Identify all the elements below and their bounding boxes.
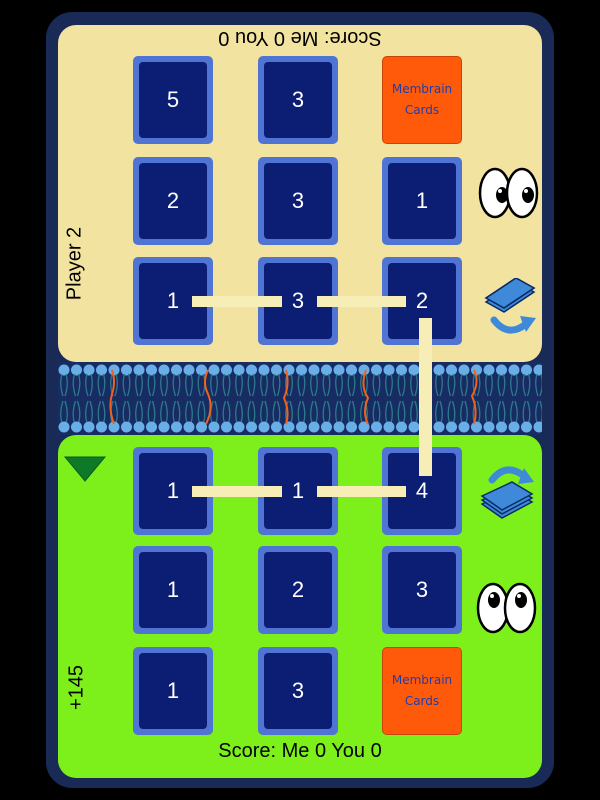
- player-2-label: Player 2: [63, 226, 86, 301]
- connector-line: [192, 486, 282, 497]
- deck-label-line1: Membrain: [391, 673, 453, 687]
- opponent-card[interactable]: 3: [258, 157, 338, 245]
- player-card[interactable]: 2: [258, 546, 338, 634]
- eyes-icon: [478, 167, 539, 219]
- points-label: +145: [65, 664, 88, 711]
- player-score: Score: Me 0 You 0: [218, 740, 382, 762]
- membrane-divider: [58, 362, 542, 435]
- swap-cards-icon[interactable]: [478, 460, 538, 522]
- eyes-icon: [476, 582, 537, 634]
- opponent-card[interactable]: 5: [133, 56, 213, 144]
- opponent-deck-card[interactable]: Membrain Cards: [382, 56, 462, 144]
- opponent-card[interactable]: 3: [258, 56, 338, 144]
- deck-label-line2: Cards: [404, 103, 440, 117]
- swap-cards-icon[interactable]: [480, 278, 540, 340]
- opponent-score: Score: Me 0 You 0: [218, 27, 382, 49]
- deck-label-line1: Membrain: [391, 82, 453, 96]
- player-card[interactable]: 1: [133, 647, 213, 735]
- deck-label-line2: Cards: [404, 694, 440, 708]
- player-deck-card[interactable]: Membrain Cards: [382, 647, 462, 735]
- connector-line: [317, 296, 406, 307]
- opponent-card[interactable]: 1: [382, 157, 462, 245]
- player-card[interactable]: 1: [133, 546, 213, 634]
- player-card[interactable]: 3: [258, 647, 338, 735]
- player-card[interactable]: 3: [382, 546, 462, 634]
- connector-line: [419, 318, 432, 476]
- connector-line: [317, 486, 406, 497]
- opponent-card[interactable]: 2: [133, 157, 213, 245]
- connector-line: [192, 296, 282, 307]
- triangle-down-icon: [63, 456, 107, 482]
